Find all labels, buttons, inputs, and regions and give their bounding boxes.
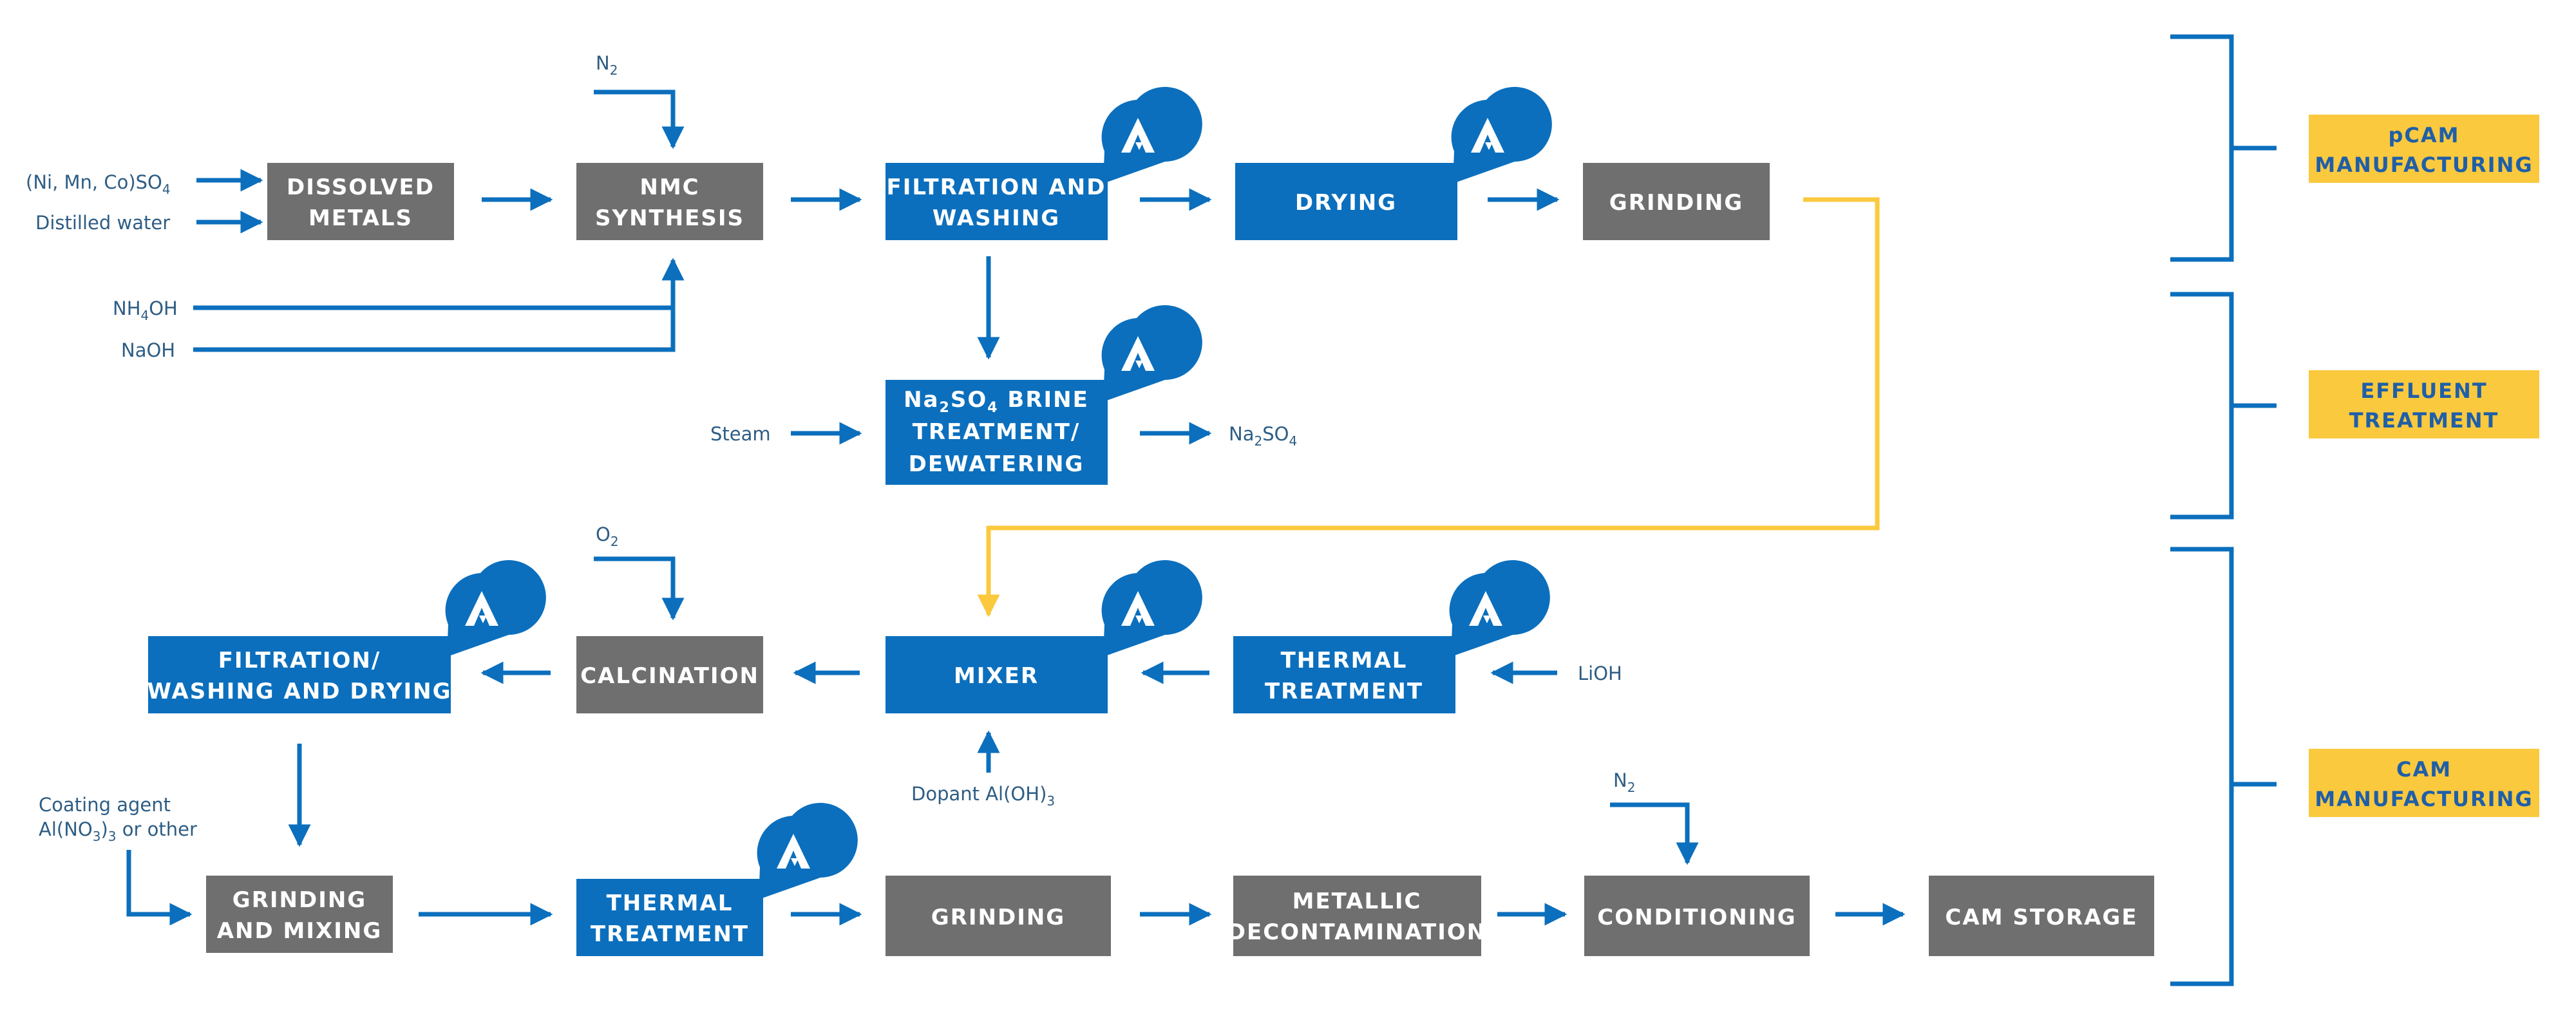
box-filtration-washing-drying: FILTRATION/ WASHING AND DRYING xyxy=(147,636,451,713)
box-conditioning: CONDITIONING xyxy=(1584,876,1810,956)
bracket-cam xyxy=(2170,547,2234,986)
box-nmc-synthesis: NMC SYNTHESIS xyxy=(576,163,763,240)
label-sulfate-input: (Ni, Mn, Co)SO4 xyxy=(26,171,171,197)
section-label-pcam: pCAM MANUFACTURING xyxy=(2309,115,2539,183)
box-label: METALLIC xyxy=(1293,889,1422,914)
label-na2so4-output: Na2SO4 xyxy=(1229,423,1297,449)
arrow-o2-to-calcination xyxy=(594,556,685,621)
box-label: THERMAL xyxy=(607,890,734,916)
section-label-cam: CAM MANUFACTURING xyxy=(2309,749,2539,817)
section-label-effluent: EFFLUENT TREATMENT xyxy=(2309,370,2539,438)
label-distilled-water: Distilled water xyxy=(35,212,170,234)
box-label: WASHING AND DRYING xyxy=(147,679,451,704)
box-label: Na2SO4 BRINE xyxy=(904,387,1089,416)
box-label: DRYING xyxy=(1295,190,1397,216)
box-label: GRINDING xyxy=(1609,190,1743,216)
box-label: FILTRATION AND xyxy=(887,174,1106,200)
section-label-text: pCAM xyxy=(2389,123,2460,147)
box-label: DECONTAMINATION xyxy=(1227,919,1486,945)
company-logo-icon xyxy=(1101,560,1202,657)
box-label: NMC xyxy=(639,174,699,200)
box-cam-storage: CAM STORAGE xyxy=(1929,876,2154,956)
label-steam: Steam xyxy=(710,423,771,445)
label-nh4oh: NH4OH xyxy=(113,297,178,323)
company-logo-icon xyxy=(445,560,546,657)
box-label: CAM STORAGE xyxy=(1945,905,2137,930)
label-dopant: Dopant Al(OH)3 xyxy=(911,783,1055,809)
box-label: METALS xyxy=(308,205,413,231)
label-coating-agent: Coating agent xyxy=(39,794,171,816)
box-label: GRINDING xyxy=(232,887,366,913)
company-logo-icon xyxy=(1101,87,1202,184)
box-label: DEWATERING xyxy=(909,451,1084,477)
section-brackets xyxy=(2170,34,2277,986)
label-n2-top: N2 xyxy=(596,52,618,78)
company-logo-icon xyxy=(1451,87,1552,184)
box-label: FILTRATION/ xyxy=(218,648,381,673)
bracket-effluent xyxy=(2170,292,2234,520)
arrow-naoh-to-nmc xyxy=(193,308,676,352)
section-label-text: EFFLUENT xyxy=(2360,379,2487,403)
flow-arrows xyxy=(126,89,1906,926)
section-label-text: MANUFACTURING xyxy=(2315,787,2533,811)
box-calcination: CALCINATION xyxy=(576,636,763,713)
box-mixer: MIXER xyxy=(886,636,1108,713)
box-label: TREATMENT/ xyxy=(913,419,1081,445)
company-logo-icon xyxy=(1101,305,1202,402)
arrow-coating-to-grinding-mixing xyxy=(126,850,193,926)
arrow-nh4oh-to-nmc xyxy=(193,258,685,310)
box-thermal-treatment-1: THERMAL TREATMENT xyxy=(1233,636,1455,713)
box-label: CALCINATION xyxy=(580,663,759,689)
box-brine-treatment: Na2SO4 BRINE TREATMENT/ DEWATERING xyxy=(886,380,1108,485)
box-label: MIXER xyxy=(954,663,1039,689)
box-label: GRINDING xyxy=(931,905,1065,930)
label-n2-bottom: N2 xyxy=(1613,769,1635,795)
label-coating-formula: Al(NO3)3 or other xyxy=(39,818,197,844)
box-grinding-top: GRINDING xyxy=(1583,163,1770,240)
box-label: WASHING xyxy=(933,205,1060,231)
box-label: SYNTHESIS xyxy=(595,205,744,231)
box-label: TREATMENT xyxy=(591,921,749,947)
section-label-text: TREATMENT xyxy=(2349,408,2499,433)
arrow-n2-to-conditioning xyxy=(1610,802,1699,865)
box-label: THERMAL xyxy=(1281,648,1408,673)
box-label: TREATMENT xyxy=(1265,679,1423,704)
box-metallic-decontamination: METALLIC DECONTAMINATION xyxy=(1227,876,1486,956)
label-lioh: LiOH xyxy=(1578,663,1622,684)
box-grinding-bottom: GRINDING xyxy=(886,876,1111,956)
bracket-pcam xyxy=(2170,34,2234,262)
label-naoh: NaOH xyxy=(121,339,175,361)
box-grinding-mixing: GRINDING AND MIXING xyxy=(206,876,393,953)
company-logo-icon xyxy=(757,803,858,899)
section-label-text: MANUFACTURING xyxy=(2315,153,2533,177)
box-label: CONDITIONING xyxy=(1597,905,1796,930)
company-logo-icon xyxy=(1449,560,1550,657)
box-drying: DRYING xyxy=(1235,163,1457,240)
arrow-grinding-to-mixer xyxy=(977,197,1880,617)
box-label: AND MIXING xyxy=(217,918,383,944)
box-thermal-treatment-2: THERMAL TREATMENT xyxy=(576,879,763,956)
label-o2: O2 xyxy=(596,523,619,549)
box-dissolved-metals: DISSOLVED METALS xyxy=(267,163,454,240)
box-filtration-washing: FILTRATION AND WASHING xyxy=(886,163,1108,240)
arrow-n2-to-nmc xyxy=(594,89,685,149)
box-label: DISSOLVED xyxy=(287,174,435,200)
section-label-text: CAM xyxy=(2396,757,2452,782)
